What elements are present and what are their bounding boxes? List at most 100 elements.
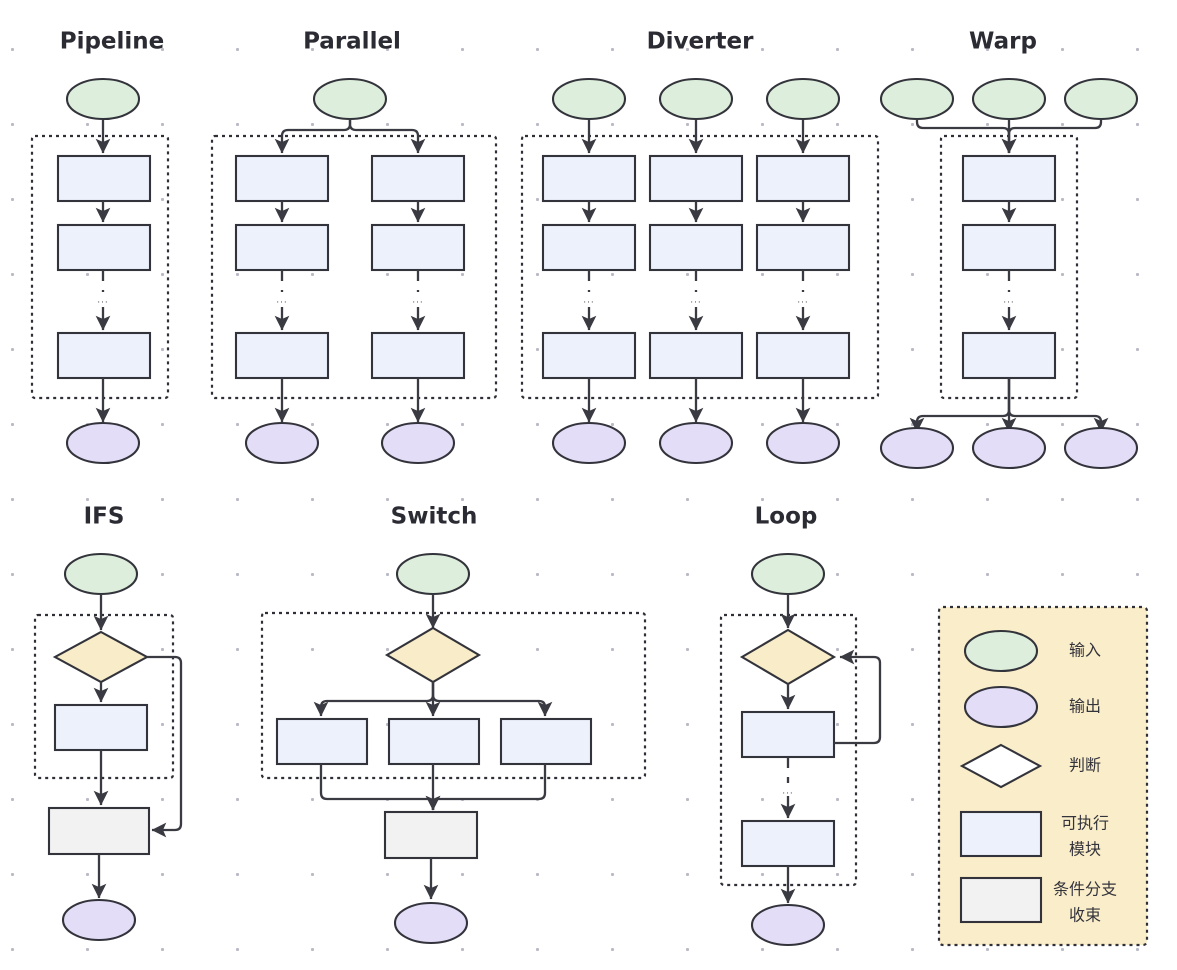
edge-fanout-left	[909, 378, 1011, 433]
legend-panel: 输入 输出 判断 可执行 模块 条件分支 收束	[937, 605, 1149, 947]
decision-diamond[interactable]	[52, 630, 150, 684]
module-box[interactable]	[56, 223, 152, 272]
legend-label-output: 输出	[1069, 697, 1101, 716]
ellipsis-marker: ...	[276, 296, 288, 306]
legend-label-converge-line1: 条件分支	[1053, 880, 1117, 899]
output-ellipse-icon	[963, 685, 1039, 729]
legend-item-output: 输出	[963, 685, 1101, 729]
module-box[interactable]	[234, 331, 330, 380]
module-box[interactable]	[648, 154, 744, 203]
module-box[interactable]	[740, 819, 836, 868]
output-node[interactable]	[65, 421, 141, 465]
module-box[interactable]	[387, 717, 481, 766]
module-box[interactable]	[648, 331, 744, 380]
input-node[interactable]	[765, 77, 841, 121]
input-node[interactable]	[65, 77, 141, 121]
diagram-title-diverter: Diverter	[647, 29, 755, 55]
group-box-diverter	[520, 134, 880, 400]
module-box[interactable]	[56, 331, 152, 380]
module-box[interactable]	[755, 154, 851, 203]
output-node[interactable]	[61, 898, 137, 942]
converge-box[interactable]	[383, 810, 479, 860]
output-node[interactable]	[244, 421, 320, 465]
module-box[interactable]	[541, 331, 637, 380]
edge-case-right	[431, 682, 553, 717]
input-node[interactable]	[395, 552, 471, 596]
edge-fanout-right	[1007, 378, 1109, 433]
output-node[interactable]	[1063, 426, 1139, 470]
ellipsis-marker: ...	[782, 787, 794, 797]
module-box[interactable]	[648, 223, 744, 272]
group-box-ifs	[33, 613, 175, 780]
diagram-diverter: Diverter ... ... ...	[520, 29, 880, 465]
edge-case-left	[313, 682, 435, 717]
ellipsis-marker: ...	[797, 296, 809, 306]
diagram-title-pipeline: Pipeline	[60, 29, 165, 55]
input-node[interactable]	[750, 552, 826, 596]
module-box[interactable]	[370, 223, 466, 272]
ellipsis-marker: ...	[1003, 296, 1015, 306]
diagram-switch: Switch	[260, 504, 647, 945]
module-box[interactable]	[541, 223, 637, 272]
diagram-title-parallel: Parallel	[303, 29, 401, 55]
edge-converge-left	[319, 764, 441, 811]
module-box[interactable]	[53, 703, 149, 752]
legend-label-decision: 判断	[1069, 756, 1101, 775]
diagram-title-switch: Switch	[391, 504, 478, 530]
output-node[interactable]	[971, 426, 1047, 470]
group-box-parallel	[210, 134, 498, 400]
edge-decision-false-bypass	[147, 655, 183, 838]
module-box[interactable]	[755, 223, 851, 272]
input-node[interactable]	[879, 77, 955, 121]
module-box[interactable]	[370, 154, 466, 203]
module-box[interactable]	[961, 331, 1057, 380]
decision-diamond[interactable]	[384, 626, 482, 684]
input-node[interactable]	[1063, 77, 1139, 121]
diagram-title-ifs: IFS	[84, 504, 125, 530]
module-box[interactable]	[541, 154, 637, 203]
module-box[interactable]	[56, 154, 152, 203]
diagram-title-warp: Warp	[969, 29, 1037, 55]
diagram-parallel: Parallel ... ...	[210, 29, 498, 465]
edge-loop-back	[834, 649, 882, 745]
group-box-pipeline	[30, 134, 170, 400]
output-node[interactable]	[750, 903, 826, 947]
module-box[interactable]	[961, 223, 1057, 272]
output-node[interactable]	[879, 426, 955, 470]
ellipsis-marker: ...	[412, 296, 424, 306]
module-box[interactable]	[370, 331, 466, 380]
input-node[interactable]	[63, 552, 139, 596]
input-node[interactable]	[551, 77, 627, 121]
legend-label-input: 输入	[1069, 641, 1101, 660]
module-rect-icon	[959, 810, 1043, 858]
input-node[interactable]	[312, 77, 388, 121]
converge-box[interactable]	[47, 806, 151, 856]
module-box[interactable]	[755, 331, 851, 380]
ellipsis-marker: ...	[690, 296, 702, 306]
output-node[interactable]	[393, 901, 469, 945]
module-box[interactable]	[961, 154, 1057, 203]
converge-rect-icon	[959, 876, 1043, 924]
diagram-ifs: IFS	[33, 504, 183, 942]
decision-diamond-icon	[959, 743, 1043, 789]
module-box[interactable]	[275, 717, 369, 766]
ellipsis-marker: ...	[97, 296, 109, 306]
edge-fanout-right	[348, 119, 426, 154]
decision-diamond[interactable]	[739, 628, 837, 686]
diagram-loop: Loop ...	[719, 504, 882, 947]
module-box[interactable]	[234, 223, 330, 272]
input-ellipse-icon	[963, 629, 1039, 673]
input-node[interactable]	[658, 77, 734, 121]
output-node[interactable]	[380, 421, 456, 465]
output-node[interactable]	[658, 421, 734, 465]
output-node[interactable]	[551, 421, 627, 465]
module-box[interactable]	[499, 717, 593, 766]
module-box[interactable]	[234, 154, 330, 203]
output-node[interactable]	[765, 421, 841, 465]
diagram-warp: Warp ...	[879, 29, 1139, 470]
diagram-pipeline: Pipeline ...	[30, 29, 170, 465]
module-box[interactable]	[740, 710, 836, 759]
legend-label-module-line2: 模块	[1069, 840, 1101, 859]
input-node[interactable]	[971, 77, 1047, 121]
